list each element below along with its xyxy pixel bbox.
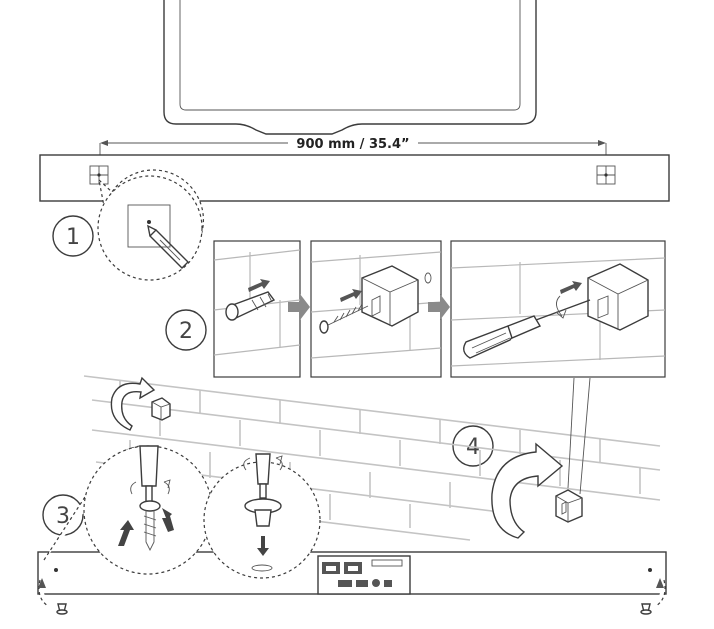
bracket-icon bbox=[152, 398, 170, 420]
measurement-label: 900 mm / 35.4” bbox=[296, 137, 409, 152]
step-number-2: 2 bbox=[166, 310, 206, 350]
rotate-arrow-icon bbox=[492, 444, 562, 538]
bracket-icon bbox=[556, 490, 582, 522]
step-number-1: 1 bbox=[53, 216, 93, 256]
connector-panel bbox=[318, 556, 410, 594]
step3-zoom-right bbox=[204, 454, 320, 578]
svg-text:1: 1 bbox=[66, 225, 80, 250]
step2-panel-screw bbox=[311, 241, 441, 377]
tv-outline bbox=[164, 0, 536, 134]
rotate-arrow-icon bbox=[111, 378, 154, 430]
step2-panel-screwdriver bbox=[451, 241, 665, 377]
step2-panel-anchor bbox=[214, 241, 300, 377]
svg-text:2: 2 bbox=[179, 319, 193, 344]
